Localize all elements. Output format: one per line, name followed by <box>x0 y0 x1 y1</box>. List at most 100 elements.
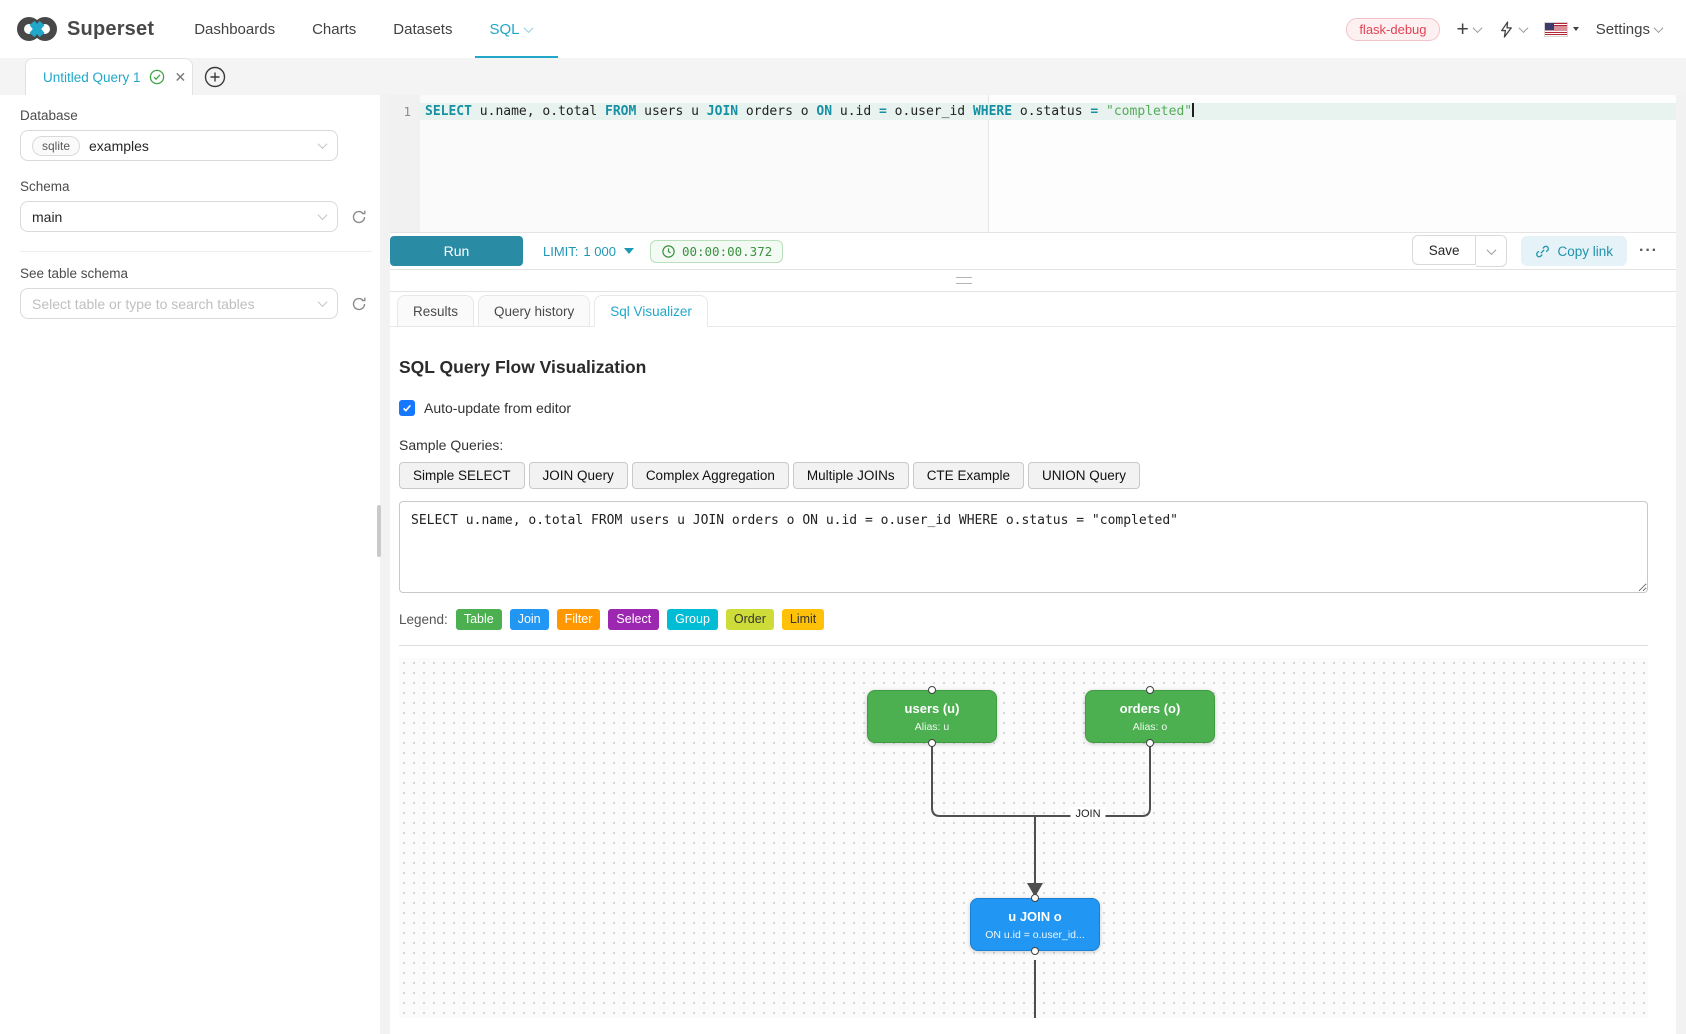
copy-link-label: Copy link <box>1557 243 1614 259</box>
drag-handle-icon[interactable] <box>956 277 972 284</box>
plus-circle-icon <box>204 66 226 88</box>
bolt-icon <box>1500 20 1512 38</box>
chevron-down-icon <box>1518 22 1529 33</box>
sample-simple-select-button[interactable]: Simple SELECT <box>399 462 525 489</box>
sample-queries-label: Sample Queries: <box>399 437 504 453</box>
nav-item-datasets[interactable]: Datasets <box>393 20 453 38</box>
visualizer-panel: SQL Query Flow Visualization Auto-update… <box>390 327 1676 1018</box>
chevron-down-icon <box>317 139 328 150</box>
settings-label: Settings <box>1595 20 1650 38</box>
legend-row: Legend: Table Join Filter Select Group O… <box>399 609 1648 630</box>
node-handle[interactable] <box>1031 947 1039 955</box>
nav-item-charts[interactable]: Charts <box>312 20 357 38</box>
table-select-placeholder: Select table or type to search tables <box>32 295 255 312</box>
scrollbar-thumb[interactable] <box>377 505 381 557</box>
tab-results[interactable]: Results <box>397 295 475 327</box>
save-options-button[interactable] <box>1476 235 1508 267</box>
flow-diagram-canvas[interactable]: users (u) Alias: u orders (o) Alias: o u… <box>399 658 1648 1018</box>
table-select[interactable]: Select table or type to search tables <box>20 288 338 319</box>
language-picker[interactable] <box>1543 21 1579 37</box>
nav-item-sql-label: SQL <box>489 20 520 38</box>
pane-divider <box>390 270 1676 292</box>
sample-complex-aggregation-button[interactable]: Complex Aggregation <box>631 462 789 489</box>
node-handle[interactable] <box>928 739 936 747</box>
elapsed-timer: 00:00:00.372 <box>649 239 784 263</box>
clock-icon <box>662 244 675 258</box>
node-handle[interactable] <box>1146 739 1154 747</box>
auto-update-checkbox[interactable] <box>399 400 415 416</box>
sidebar-divider <box>20 251 372 252</box>
copy-link-button[interactable]: Copy link <box>1521 236 1628 266</box>
chevron-down-icon <box>1472 22 1483 33</box>
node-title: orders (o) <box>1119 701 1181 716</box>
query-search-button[interactable] <box>1498 20 1529 38</box>
node-handle[interactable] <box>1031 894 1039 902</box>
chevron-down-icon <box>1486 244 1497 255</box>
legend-chip-select: Select <box>608 609 660 630</box>
table-schema-label: See table schema <box>20 266 129 281</box>
caret-down-icon <box>623 248 634 254</box>
flow-node-orders[interactable]: orders (o) Alias: o <box>1085 686 1215 747</box>
superset-infinity-icon <box>17 17 57 41</box>
check-icon <box>403 404 412 412</box>
new-query-tab-button[interactable] <box>204 66 226 88</box>
legend-chip-join: Join <box>509 609 549 630</box>
sql-editor: 1 SELECT u.name, o.total FROM users u JO… <box>390 95 1676 232</box>
settings-menu[interactable]: Settings <box>1595 20 1664 38</box>
flow-node-join[interactable]: u JOIN o ON u.id = o.user_id... <box>970 894 1100 955</box>
sample-union-query-button[interactable]: UNION Query <box>1027 462 1140 489</box>
node-handle[interactable] <box>1146 686 1154 694</box>
brand-name: Superset <box>67 17 155 40</box>
chevron-down-icon <box>317 210 328 221</box>
sql-lab-main: 1 SELECT u.name, o.total FROM users u JO… <box>390 95 1676 1034</box>
superset-logo[interactable]: Superset <box>16 12 154 46</box>
flow-node-users[interactable]: users (u) Alias: u <box>867 686 997 747</box>
sample-multiple-joins-button[interactable]: Multiple JOINs <box>792 462 909 489</box>
editor-active-line: SELECT u.name, o.total FROM users u JOIN… <box>420 103 1676 120</box>
flow-edges <box>931 746 1151 1018</box>
limit-value: 1 000 <box>583 243 616 259</box>
auto-update-label: Auto-update from editor <box>424 400 572 416</box>
database-select[interactable]: sqlite examples <box>20 130 338 161</box>
refresh-icon[interactable] <box>351 209 367 225</box>
save-button[interactable]: Save <box>1411 235 1477 265</box>
refresh-icon[interactable] <box>351 296 367 312</box>
node-handle[interactable] <box>928 686 936 694</box>
query-tab[interactable]: Untitled Query 1 ✕ <box>25 58 193 95</box>
run-button[interactable]: Run <box>390 236 523 266</box>
legend-label: Legend: <box>399 612 448 627</box>
new-item-button[interactable]: + <box>1456 17 1483 41</box>
link-icon <box>1536 245 1550 257</box>
schema-select[interactable]: main <box>20 201 338 232</box>
limit-dropdown[interactable]: LIMIT: 1 000 <box>543 244 634 259</box>
tab-query-history[interactable]: Query history <box>478 295 591 327</box>
node-title: u JOIN o <box>1008 909 1062 924</box>
editor-code-area[interactable]: SELECT u.name, o.total FROM users u JOIN… <box>420 95 1676 232</box>
chevron-down-icon <box>524 22 534 33</box>
main-menu: Dashboards Charts Datasets SQL <box>194 20 559 59</box>
chevron-down-icon <box>1653 22 1664 33</box>
us-flag-icon <box>1543 21 1568 37</box>
text-cursor <box>1192 103 1194 117</box>
node-title: users (u) <box>904 701 960 716</box>
save-button-group: Save <box>1411 235 1508 267</box>
limit-label: LIMIT: <box>543 243 579 259</box>
legend-chip-table: Table <box>455 609 502 630</box>
legend-chip-group: Group <box>667 609 718 630</box>
sql-input-textarea[interactable]: SELECT u.name, o.total FROM users u JOIN… <box>399 501 1648 593</box>
page-title: SQL Query Flow Visualization <box>399 357 647 377</box>
close-icon[interactable]: ✕ <box>174 69 187 85</box>
auto-update-row: Auto-update from editor <box>399 400 1648 416</box>
sample-join-query-button[interactable]: JOIN Query <box>528 462 628 489</box>
nav-item-dashboards[interactable]: Dashboards <box>194 20 276 38</box>
nav-item-sql[interactable]: SQL <box>475 20 559 59</box>
query-tab-strip: Untitled Query 1 ✕ <box>0 58 1686 95</box>
more-options-button[interactable]: ··· <box>1639 242 1658 259</box>
tab-sql-visualizer[interactable]: Sql Visualizer <box>594 295 708 327</box>
top-nav: Superset Dashboards Charts Datasets SQL … <box>0 0 1686 59</box>
sql-lab-sidebar: Database sqlite examples Schema main See… <box>0 95 380 1034</box>
sample-cte-example-button[interactable]: CTE Example <box>912 462 1024 489</box>
legend-chip-order: Order <box>725 609 774 630</box>
plus-icon: + <box>1456 17 1469 41</box>
chevron-down-icon <box>317 297 328 308</box>
